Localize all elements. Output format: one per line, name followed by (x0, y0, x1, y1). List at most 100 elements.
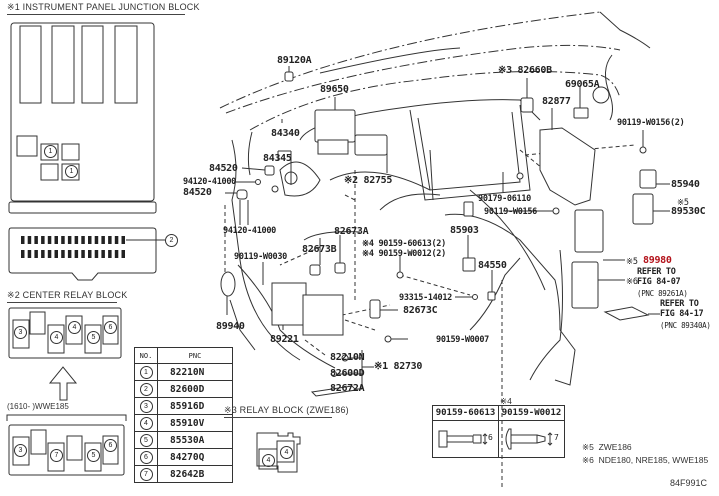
label-82877[interactable]: 82877 (542, 96, 571, 107)
label-84520[interactable]: 84520 (183, 187, 212, 198)
connector-pin (67, 250, 72, 258)
label-89120a[interactable]: 89120A (277, 55, 312, 66)
part-89261a[interactable] (571, 261, 599, 309)
connector-pin (81, 236, 85, 244)
part-84550[interactable] (487, 291, 496, 301)
label-82730[interactable]: ※1 82730 (374, 361, 423, 372)
label-84340[interactable]: 84340 (271, 128, 300, 139)
callout-2: 2 (165, 234, 178, 247)
part-90159-w0007[interactable] (384, 335, 392, 343)
pnc-code: 82210N (157, 363, 233, 381)
note-6: ※6 NDE180, NRE185, WWE185 (582, 455, 708, 466)
part-85940[interactable] (639, 169, 657, 189)
relay-slot (66, 435, 83, 461)
connector-pin (108, 250, 112, 258)
part-82672a[interactable] (310, 385, 358, 397)
label-89221[interactable]: 89221 (270, 334, 299, 345)
label-90119-w0156[interactable]: 90119-W0156 (484, 207, 537, 217)
part-89120a[interactable] (284, 71, 294, 82)
connector-pin (27, 236, 32, 244)
label-82673a[interactable]: 82673A (334, 226, 369, 237)
label-82673b[interactable]: 82673B (302, 244, 337, 255)
relay-slot (276, 440, 295, 463)
relay-slot (29, 311, 46, 335)
label-90179-06110[interactable]: 90179-06110 (478, 194, 531, 204)
pnc-header-no: NO. (134, 347, 158, 364)
label-89530c[interactable]: 89530C (671, 206, 706, 217)
part-89650[interactable] (314, 109, 356, 143)
part-89530c[interactable] (632, 193, 654, 225)
label-89980[interactable]: 89980 (643, 255, 672, 266)
part-90119-w0156-2[interactable] (639, 146, 647, 154)
label-94120-41000[interactable]: 94120-41000 (223, 226, 276, 236)
callout-1: 1 (44, 145, 57, 158)
connector-pin (21, 250, 25, 258)
part-90179-06110[interactable] (516, 172, 524, 180)
part-82673b[interactable] (309, 264, 321, 276)
part-82673c[interactable] (369, 299, 381, 319)
label-82600d[interactable]: 82600D (330, 368, 365, 379)
label-85903[interactable]: 85903 (450, 225, 479, 236)
label-90159-w0012[interactable]: ※4 90159-W0012(2) (362, 249, 446, 259)
part-85903-a[interactable] (463, 201, 474, 217)
label-89650[interactable]: 89650 (320, 84, 349, 95)
link-fig-84-07[interactable]: FIG 84-07 (637, 277, 681, 287)
part-82755[interactable] (354, 134, 388, 156)
bolt-icon (505, 428, 553, 450)
callout-7: 7 (50, 449, 63, 462)
pnc-code: 85916D (157, 397, 233, 415)
connector-pin (74, 236, 79, 244)
part-94120-41000[interactable] (255, 179, 261, 185)
part-82660b[interactable] (520, 97, 534, 113)
connector-pin (54, 250, 58, 258)
label-82673c[interactable]: 82673C (403, 305, 438, 316)
part-90119-w0156[interactable] (552, 207, 560, 215)
label-89940[interactable]: 89940 (216, 321, 245, 332)
label-82210n[interactable]: 82210N (330, 352, 365, 363)
part-93315-14012[interactable] (472, 294, 478, 300)
pnc-code: 84270Q (157, 448, 233, 466)
label-84520[interactable]: 84520 (209, 163, 238, 174)
label-82755[interactable]: ※2 82755 (344, 175, 393, 186)
label-84345[interactable]: 84345 (263, 153, 292, 164)
relay-slot (102, 435, 119, 465)
callout-4: 4 (68, 321, 81, 334)
part-85903-b[interactable] (462, 257, 476, 272)
part-89340a[interactable] (603, 306, 650, 321)
part-89650-base (317, 139, 349, 155)
part-90159-bolt[interactable] (396, 271, 404, 279)
label-82672a[interactable]: 82672A (330, 383, 365, 394)
callout-5: 5 (87, 331, 100, 344)
part-89221[interactable] (271, 282, 307, 326)
label-90119-w0156-2[interactable]: 90119-W0156(2) (617, 118, 685, 128)
label-93315-14012[interactable]: 93315-14012 (399, 293, 452, 303)
callout-1: 1 (65, 165, 78, 178)
label-94120-41000[interactable]: 94120-41000 (183, 177, 236, 187)
row-number: 6 (139, 450, 153, 464)
part-84520[interactable] (236, 189, 248, 200)
label-90119-w0030[interactable]: 90119-W0030 (234, 252, 287, 262)
part-69065a[interactable] (573, 107, 589, 119)
link-fig-84-17[interactable]: FIG 84-17 (660, 309, 704, 319)
row-number: 3 (139, 399, 153, 413)
relay-slot (40, 163, 59, 181)
label-90159-60613[interactable]: ※4 90159-60613(2) (362, 239, 446, 249)
part-84520[interactable] (264, 165, 275, 176)
label-82660b[interactable]: ※3 82660B (498, 65, 552, 76)
label-69065a[interactable]: 69065A (565, 79, 600, 90)
label-84550[interactable]: 84550 (478, 260, 507, 271)
bolt-table-marker: ※4 (500, 396, 512, 406)
label-85940[interactable]: 85940 (671, 179, 700, 190)
part-82877[interactable] (539, 127, 596, 206)
part-82673a[interactable] (334, 262, 346, 274)
label-90159-w0007[interactable]: 90159-W0007 (436, 335, 489, 345)
part-84345[interactable] (271, 185, 279, 193)
junction-block-title-rule (7, 14, 185, 15)
label-89530c-mark: ※5 (677, 198, 689, 208)
part-89940[interactable] (220, 271, 236, 297)
part-82600d[interactable] (331, 371, 337, 377)
part-89980[interactable] (574, 209, 604, 253)
part-82730-block[interactable] (302, 294, 344, 336)
